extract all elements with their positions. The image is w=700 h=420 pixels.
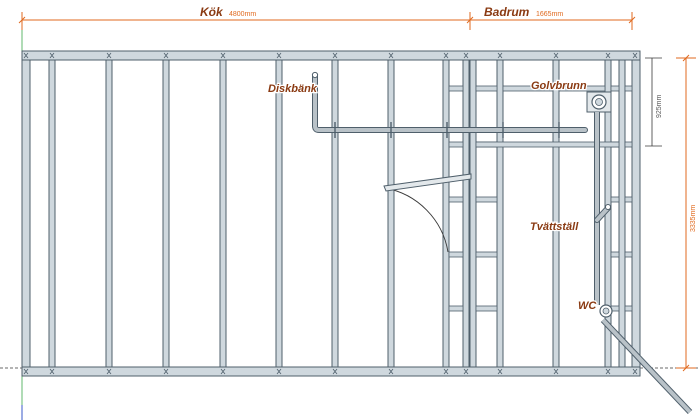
nogging bbox=[610, 196, 620, 203]
nogging bbox=[475, 196, 498, 203]
nogging bbox=[610, 85, 620, 92]
stud bbox=[162, 59, 170, 368]
stud bbox=[21, 59, 31, 368]
door-swing bbox=[383, 173, 472, 253]
nogging bbox=[475, 85, 498, 92]
wall-height-dimension: 3335mm bbox=[676, 54, 697, 372]
top-plate bbox=[21, 50, 641, 61]
stud bbox=[631, 59, 641, 368]
stud bbox=[48, 59, 56, 368]
kitchen-studs bbox=[21, 59, 395, 368]
stud bbox=[618, 59, 626, 368]
door-framing bbox=[442, 59, 477, 368]
nogging bbox=[448, 85, 464, 92]
bottom-plate bbox=[21, 366, 641, 377]
nogging bbox=[502, 85, 554, 92]
kok-label: Kök bbox=[200, 5, 224, 19]
bathroom-studs bbox=[475, 59, 641, 368]
wc-label: WC bbox=[578, 300, 597, 312]
nogging bbox=[558, 85, 606, 92]
drain-offset-text: 925mm bbox=[656, 94, 663, 118]
kok-dimension: Kök 4800mm bbox=[18, 4, 474, 30]
stud bbox=[105, 59, 113, 368]
drain-offset-dimension: 925mm bbox=[645, 57, 663, 147]
badrum-dimension: Badrum 1665mm bbox=[470, 4, 636, 30]
nogging bbox=[475, 305, 498, 312]
stud bbox=[275, 59, 283, 368]
nogging bbox=[624, 85, 633, 92]
stud bbox=[552, 59, 560, 368]
wall-framing bbox=[21, 50, 641, 377]
plumbing bbox=[311, 71, 693, 415]
diskbank-label: Diskbänk bbox=[268, 83, 318, 95]
badrum-label: Badrum bbox=[484, 5, 530, 19]
stud bbox=[469, 59, 477, 368]
nogging bbox=[475, 251, 498, 258]
nogging bbox=[624, 141, 633, 148]
stud bbox=[331, 59, 339, 368]
stud bbox=[462, 59, 470, 368]
nogging bbox=[448, 141, 464, 148]
stud bbox=[442, 59, 450, 368]
nogging bbox=[624, 251, 633, 258]
nogging bbox=[610, 251, 620, 258]
stud bbox=[219, 59, 227, 368]
nogging bbox=[448, 196, 464, 203]
tvattstall-label: Tvättställ bbox=[530, 221, 579, 233]
service-nogging bbox=[475, 141, 620, 148]
plate-fasteners bbox=[23, 52, 638, 375]
nogging bbox=[624, 196, 633, 203]
wall-height-text: 3335mm bbox=[690, 205, 697, 232]
kok-dimension-text: 4800mm bbox=[229, 11, 256, 18]
stud bbox=[496, 59, 504, 368]
nogging bbox=[448, 305, 464, 312]
floor-drain bbox=[586, 91, 612, 113]
nogging bbox=[448, 251, 464, 258]
nogging bbox=[624, 305, 633, 312]
stud bbox=[387, 59, 395, 368]
badrum-dimension-text: 1665mm bbox=[536, 11, 563, 18]
golvbrunn-label: Golvbrunn bbox=[531, 80, 587, 92]
